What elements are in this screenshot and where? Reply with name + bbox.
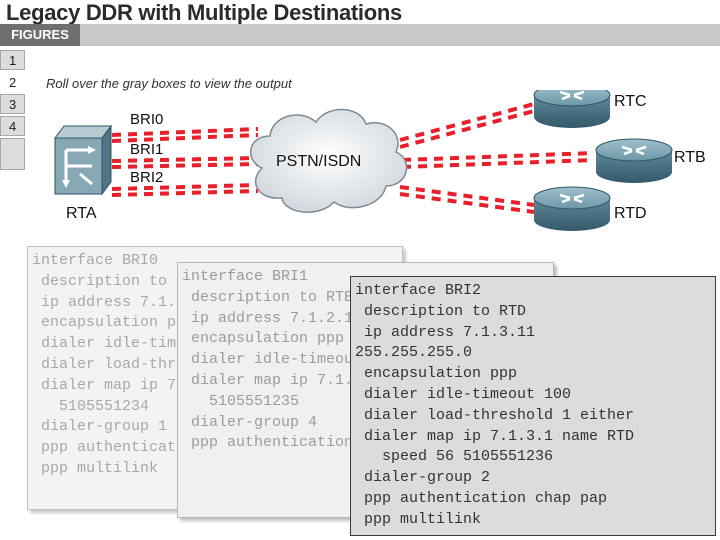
config-line: ppp authentication chap pap [355,489,608,507]
link-bri1-b [111,162,259,169]
label-rtc: RTC [614,93,647,110]
config-line: 255.255.255.0 [355,344,473,362]
config-line: dialer-group 2 [355,469,491,487]
config-line: dialer-group 1 [32,418,168,436]
instruction-text: Roll over the gray boxes to view the out… [46,76,292,91]
link-rtc-a [399,102,535,142]
figure-1-button[interactable]: 1 [0,50,25,70]
label-bri2: BRI2 [130,169,163,186]
link-rtc-b [399,109,535,149]
label-rta: RTA [66,205,97,222]
link-bri0-b [111,133,259,143]
config-line: encapsulation ppp [355,365,518,383]
label-rtd: RTD [614,205,647,222]
link-bri0-a [111,127,259,137]
figure-2-button[interactable]: 2 [0,72,25,92]
figure-3-button[interactable]: 3 [0,94,25,114]
config-line: ppp multilink [32,459,159,477]
figures-tab[interactable]: FIGURES [0,24,80,46]
config-line: encapsulation ppp [182,330,345,348]
config-line: 5105551234 [32,397,150,415]
config-line: description to RTD [355,302,527,320]
link-rtd-a [399,185,535,207]
figure-4-button[interactable]: 4 [0,116,25,136]
config-line: 5105551235 [182,392,300,410]
config-box-bri2[interactable]: interface BRI2 description to RTD ip add… [350,276,716,536]
rtb-router-icon [595,138,673,183]
link-bri2-b [111,189,259,197]
figure-nav-spacer [0,138,25,170]
network-diagram: BRI0 BRI1 BRI2 PSTN/ISDN RTA RTC RTB RTD [54,90,706,231]
config-line: interface BRI2 [355,282,482,299]
config-line: ip address 7.1.3.11 [355,323,536,341]
label-rtb: RTB [674,149,706,166]
header-bar [0,24,720,46]
config-line: interface BRI1 [182,268,309,285]
link-lines [111,102,595,214]
link-rtb-a [401,151,595,162]
config-line: dialer map ip 7.1.3.1 name RTD [355,427,635,445]
rtd-router-icon [533,186,611,231]
config-line: description to RTB [182,288,354,306]
link-rtd-b [399,192,535,214]
config-line: speed 56 5105551236 [355,448,554,466]
figure-nav: 1 2 3 4 [0,50,27,170]
rta-device-icon [54,124,112,196]
config-line: dialer load-threshold 1 either [355,406,635,424]
label-bri0: BRI0 [130,111,163,128]
label-cloud: PSTN/ISDN [276,153,361,170]
label-bri1: BRI1 [130,141,163,158]
link-bri1-a [111,156,259,163]
link-bri2-a [111,183,259,191]
config-line: interface BRI0 [32,252,159,269]
link-rtb-b [401,158,595,169]
pstn-isdn-cloud-icon [249,108,408,213]
config-line: dialer idle-timeout 100 [355,385,572,403]
config-line: dialer-group 4 [182,413,318,431]
config-line: ppp multilink [355,510,482,528]
rtc-router-icon [533,90,611,128]
page-title: Legacy DDR with Multiple Destinations [6,0,402,25]
